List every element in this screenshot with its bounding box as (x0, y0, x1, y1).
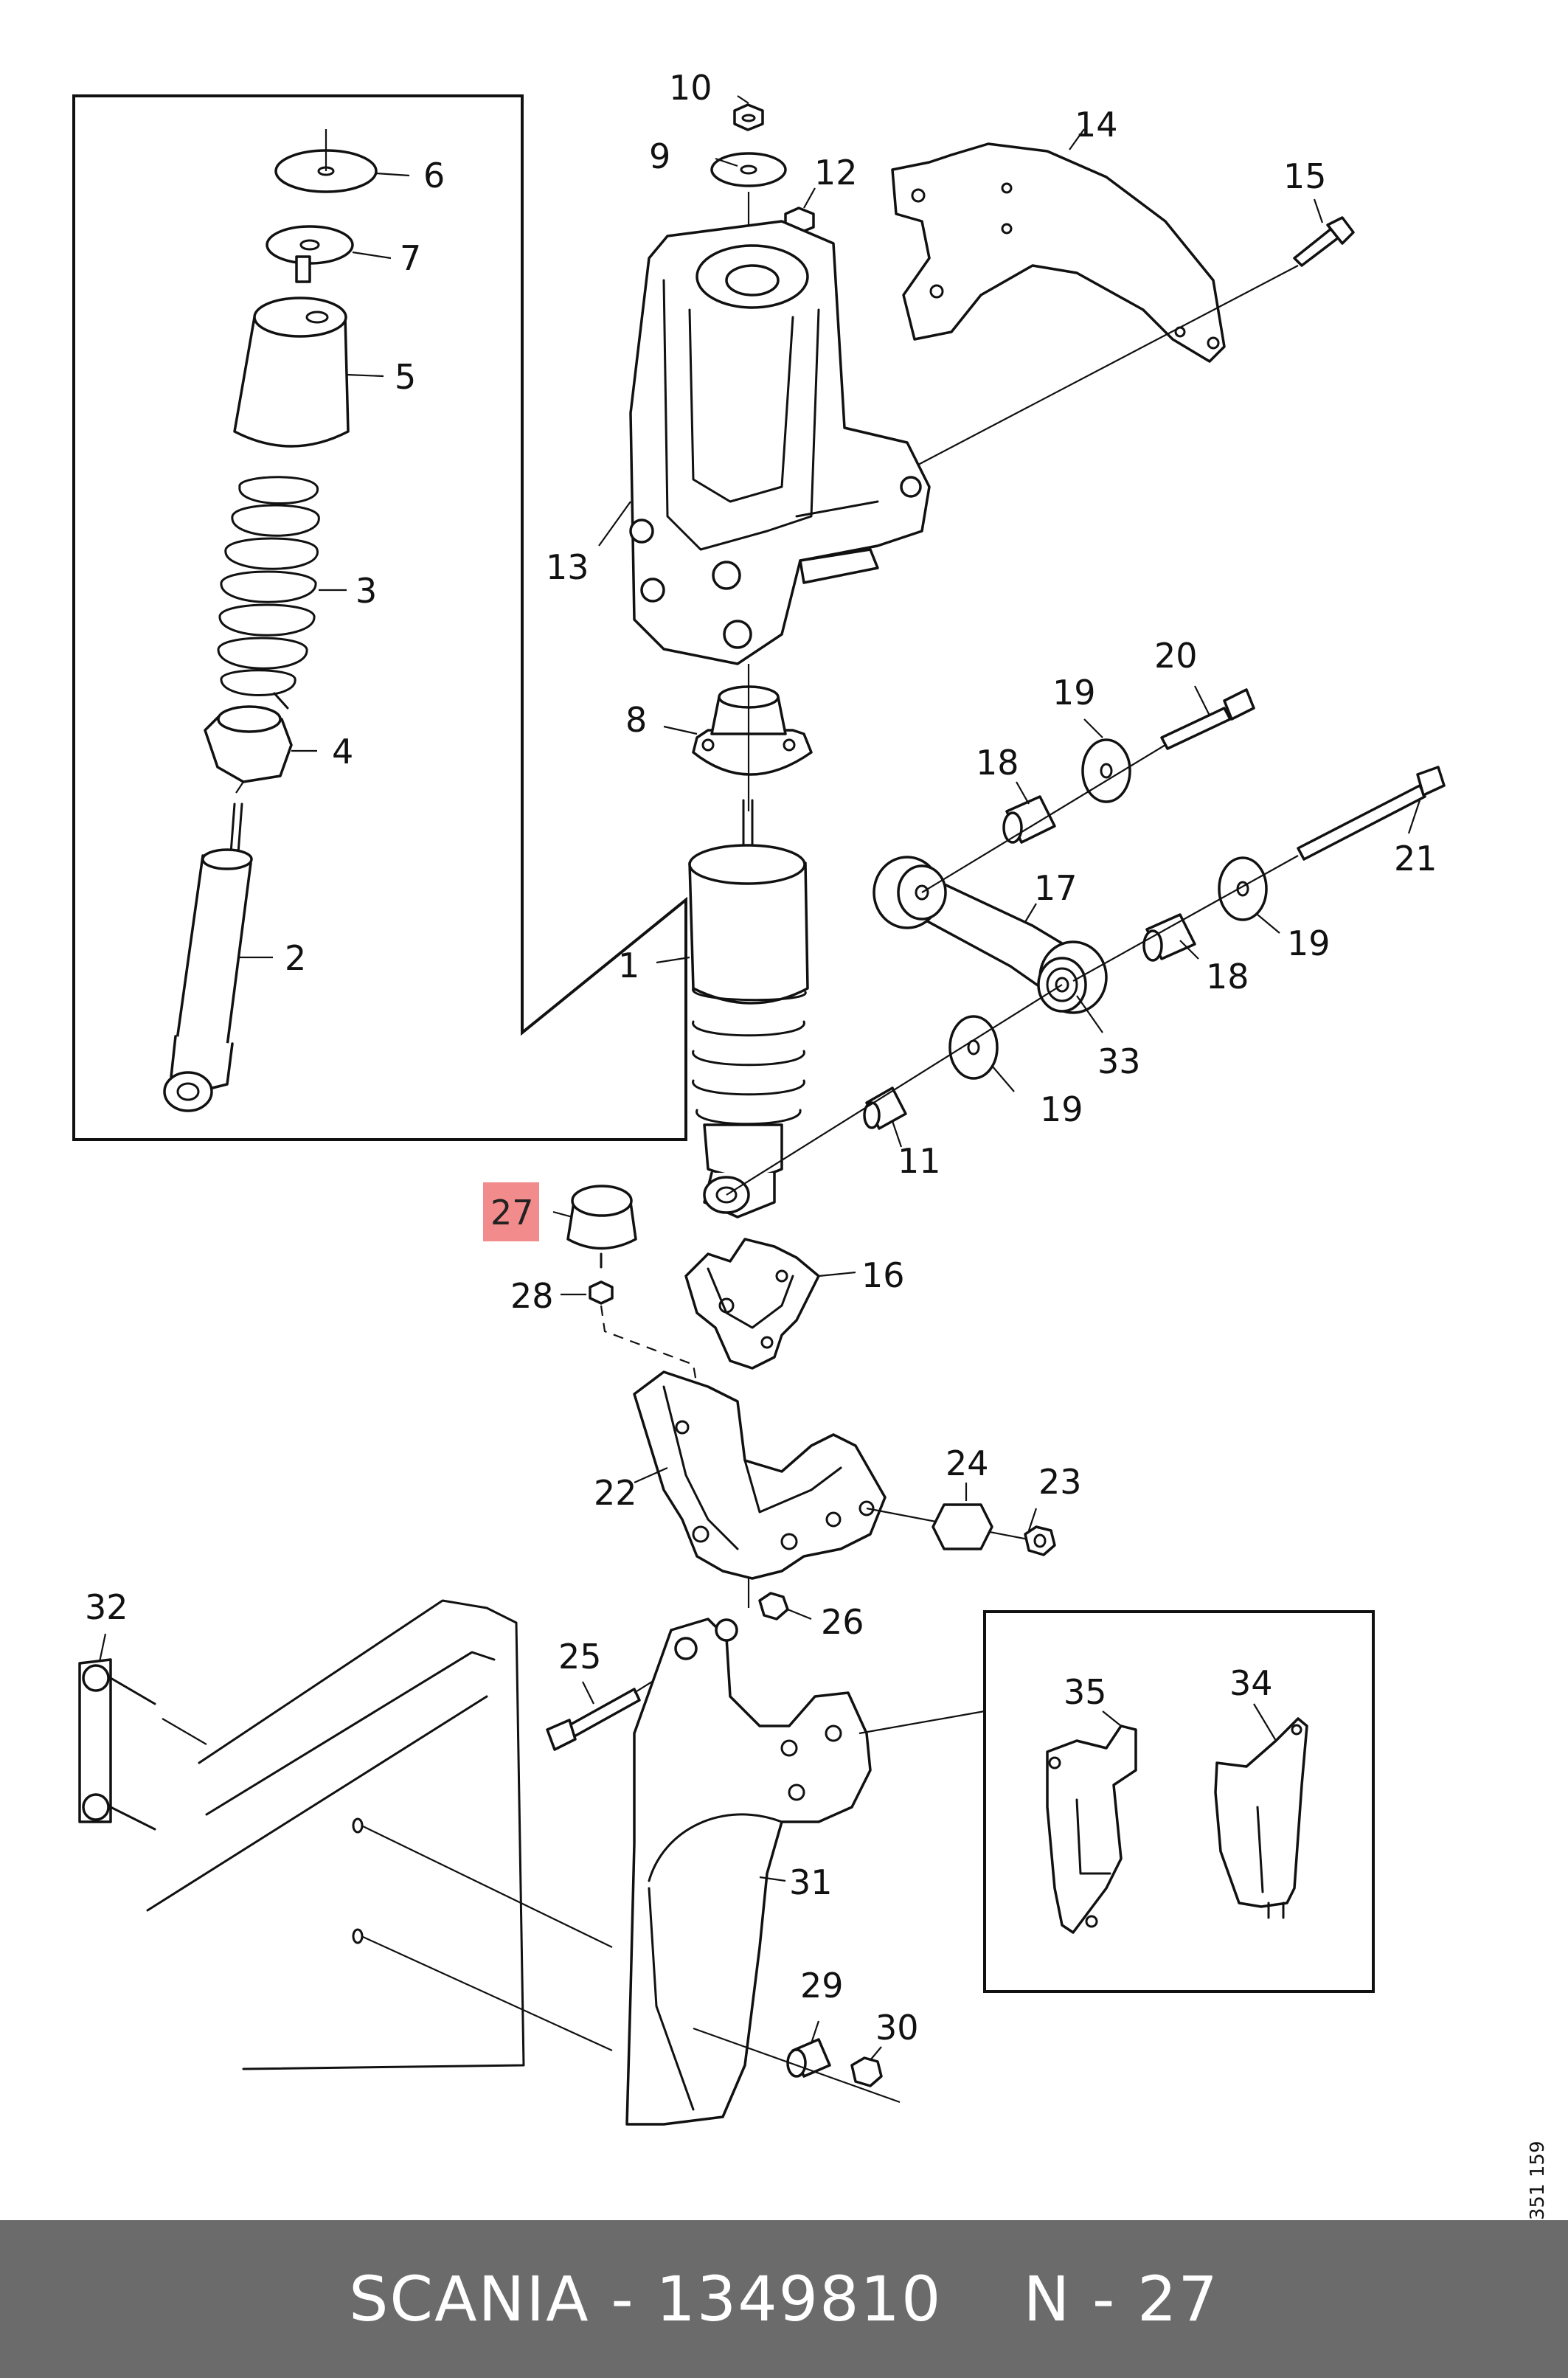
part-1-air-spring-damper (688, 799, 809, 1219)
part-15-bolt (1293, 216, 1355, 267)
part-27-bump-stop (566, 1185, 637, 1269)
part-14-bracket-plate (891, 142, 1226, 363)
part-28-nut (589, 1280, 614, 1305)
part-5-boot (233, 297, 350, 448)
callout-17: 17 (1034, 868, 1078, 908)
callout-6: 6 (423, 156, 445, 195)
part-16-small-bracket (684, 1238, 820, 1370)
callout-1: 1 (618, 946, 639, 985)
callout-28: 28 (510, 1276, 554, 1316)
callout-27: 27 (490, 1193, 534, 1233)
callout-9: 9 (649, 136, 670, 176)
part-24-spacer (932, 1503, 993, 1550)
callout-8: 8 (625, 700, 647, 740)
callout-35: 35 (1064, 1672, 1107, 1712)
drawing-number-text: 351 159 (1527, 2140, 1549, 2220)
callout-19-lower: 19 (1040, 1089, 1083, 1129)
callout-21: 21 (1394, 839, 1437, 878)
callout-18-right: 18 (1206, 957, 1249, 996)
exploded-parts-diagram: 6 7 5 3 4 2 1 10 9 12 13 14 15 8 19 20 1… (72, 68, 1446, 2126)
footer-part-number: SCANIA - 1349810 (349, 2263, 943, 2335)
callout-19-right: 19 (1287, 923, 1331, 963)
inset-frame-left (72, 94, 687, 1141)
callout-22: 22 (594, 1473, 637, 1513)
callout-20: 20 (1154, 636, 1198, 676)
drawing-number: 351 159 (1527, 2140, 1549, 2220)
callout-16: 16 (861, 1255, 905, 1295)
part-9-washer (710, 152, 787, 187)
callout-10: 10 (669, 68, 712, 108)
callout-26: 26 (821, 1602, 864, 1642)
callout-3: 3 (355, 571, 377, 611)
part-4-spring-seat (204, 705, 293, 794)
part-11-bushing (863, 1086, 907, 1130)
callout-25: 25 (558, 1637, 602, 1677)
callout-33: 33 (1097, 1041, 1141, 1081)
callout-34: 34 (1229, 1663, 1273, 1703)
callout-31: 31 (789, 1862, 833, 1902)
callouts: 6 7 5 3 4 2 1 10 9 12 13 14 15 8 19 20 1… (85, 68, 1437, 2048)
callout-13: 13 (546, 547, 589, 587)
callout-32: 32 (85, 1587, 128, 1627)
leader-lines (98, 95, 1421, 2061)
part-26-nut (758, 1592, 789, 1620)
part-6-washer (274, 129, 378, 193)
part-30-nut (850, 2056, 883, 2087)
part-33-bushing (1046, 967, 1078, 1002)
callout-18-top: 18 (976, 743, 1019, 783)
part-21-long-bolt (1297, 766, 1446, 861)
part-20-bolt (1160, 688, 1255, 750)
part-8-rubber-mount (692, 664, 813, 811)
callout-2: 2 (285, 938, 306, 978)
part-29-bushing (786, 2038, 831, 2078)
footer-bar: SCANIA - 1349810 N - 27 (0, 2220, 1568, 2378)
callout-23: 23 (1038, 1462, 1082, 1502)
part-32-bolt-plate (78, 1658, 156, 1831)
part-19-washer-right (1218, 856, 1268, 921)
part-34-bracket (1214, 1717, 1308, 1919)
part-23-nut (1024, 1525, 1056, 1556)
part-19-washer-upper (1081, 738, 1131, 803)
part-7-split-ring (266, 225, 354, 283)
part-10-nut (733, 103, 764, 131)
inset-frame-right (983, 1610, 1375, 1993)
part-19-washer-lower (948, 1015, 999, 1080)
part-25-bolt (546, 1688, 641, 1751)
callout-27-highlight (483, 1182, 539, 1241)
callout-14: 14 (1075, 105, 1118, 145)
part-2-damper (163, 803, 253, 1112)
part-13-upper-bracket (629, 220, 931, 665)
callout-29: 29 (800, 1966, 844, 2006)
part-31-frame-bracket (625, 1618, 872, 2126)
callout-4: 4 (332, 732, 353, 772)
callout-30: 30 (875, 2008, 919, 2048)
callout-12: 12 (814, 153, 858, 193)
part-17-link-arm (873, 856, 1108, 1014)
callout-11: 11 (898, 1141, 941, 1181)
callout-5: 5 (395, 357, 416, 397)
callout-7: 7 (400, 238, 421, 278)
part-35-bracket (1046, 1724, 1137, 1934)
callout-15: 15 (1283, 156, 1327, 196)
callout-24: 24 (946, 1443, 989, 1483)
part-3-coil-spring (217, 476, 320, 710)
frame-rail (146, 1599, 613, 2070)
part-22-lower-bracket (633, 1370, 887, 1580)
callout-19-top: 19 (1052, 673, 1096, 713)
footer-position: N - 27 (1023, 2263, 1219, 2335)
